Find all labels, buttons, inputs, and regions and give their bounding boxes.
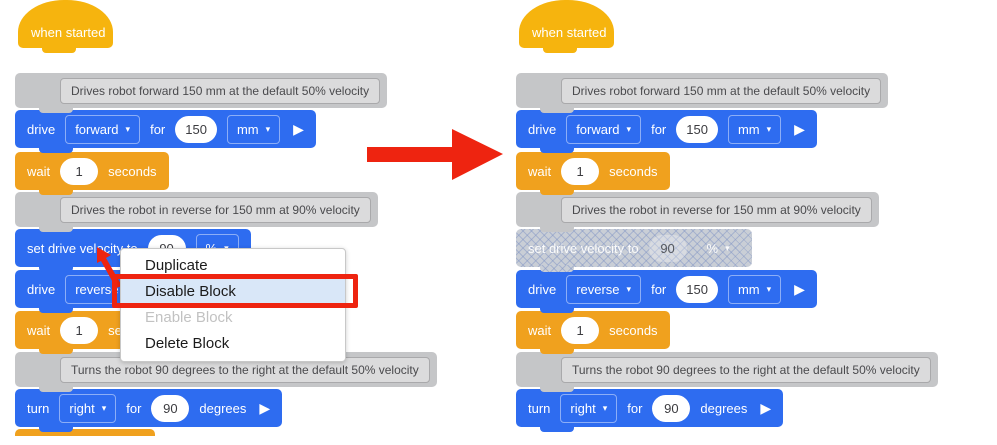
unit-dropdown[interactable]: mm ▾ bbox=[727, 274, 782, 304]
run-block-icon[interactable]: ▶ bbox=[794, 280, 805, 297]
block-label: drive bbox=[27, 281, 56, 297]
partial-block bbox=[15, 429, 155, 436]
chevron-down-icon: ▾ bbox=[626, 283, 632, 294]
run-block-icon[interactable]: ▶ bbox=[794, 120, 805, 137]
hat-label: when started bbox=[31, 25, 106, 40]
menu-item-duplicate[interactable]: Duplicate bbox=[145, 257, 208, 274]
chevron-down-icon: ▾ bbox=[125, 123, 131, 134]
comment-text[interactable]: Drives the robot in reverse for 150 mm a… bbox=[60, 196, 371, 223]
wait-seconds-input[interactable]: 1 bbox=[60, 316, 99, 344]
comment-block: Drives the robot in reverse for 150 mm a… bbox=[15, 192, 378, 232]
comment-block: Drives robot forward 150 mm at the defau… bbox=[15, 73, 388, 113]
menu-item-delete-block[interactable]: Delete Block bbox=[145, 335, 230, 352]
block-label: seconds bbox=[108, 163, 157, 179]
angle-input[interactable]: 90 bbox=[151, 394, 190, 422]
block-label: degrees bbox=[199, 400, 247, 416]
workspace-before: when started Drives robot forward 150 mm… bbox=[15, 0, 495, 445]
direction-dropdown[interactable]: reverse ▾ bbox=[566, 274, 642, 304]
wait-block[interactable]: wait 1 seconds bbox=[516, 152, 670, 195]
comment-text[interactable]: Drives robot forward 150 mm at the defau… bbox=[60, 77, 381, 104]
velocity-input[interactable]: 90 bbox=[648, 234, 687, 262]
context-menu: Duplicate Disable Block Enable Block Del… bbox=[120, 248, 346, 362]
wait-block[interactable]: wait 1 seconds bbox=[15, 152, 169, 195]
run-block-icon[interactable]: ▶ bbox=[293, 120, 304, 137]
block-label: turn bbox=[27, 400, 50, 416]
unit-dropdown[interactable]: mm ▾ bbox=[727, 114, 782, 144]
block-label: for bbox=[627, 400, 643, 416]
block-label: for bbox=[651, 121, 667, 137]
chevron-down-icon: ▾ bbox=[725, 242, 730, 253]
menu-item-disable-block[interactable]: Disable Block bbox=[121, 279, 345, 305]
angle-input[interactable]: 90 bbox=[652, 394, 691, 422]
wait-seconds-input[interactable]: 1 bbox=[60, 157, 99, 185]
menu-item-enable-block: Enable Block bbox=[145, 309, 233, 326]
comment-text[interactable]: Turns the robot 90 degrees to the right … bbox=[561, 356, 931, 383]
dropdown-value: mm bbox=[737, 121, 760, 137]
chevron-down-icon: ▾ bbox=[224, 243, 229, 253]
distance-input[interactable]: 150 bbox=[676, 115, 718, 143]
chevron-down-icon: ▾ bbox=[626, 123, 632, 134]
block-label: drive bbox=[528, 121, 557, 137]
dropdown-value: forward bbox=[576, 121, 620, 137]
block-label: seconds bbox=[609, 322, 658, 338]
comment-text[interactable]: Drives robot forward 150 mm at the defau… bbox=[561, 77, 882, 104]
dropdown-value: forward bbox=[75, 121, 119, 137]
drive-forward-block[interactable]: drive forward ▾ for 150 mm ▾ ▶ bbox=[516, 110, 817, 153]
dropdown-value: % bbox=[706, 240, 719, 256]
dropdown-value: reverse bbox=[576, 281, 620, 297]
when-started-hat-block[interactable]: when started bbox=[18, 0, 113, 53]
dropdown-value: right bbox=[69, 400, 95, 416]
chevron-down-icon: ▾ bbox=[265, 123, 271, 134]
block-label: set drive velocity to bbox=[528, 240, 639, 256]
wait-seconds-input[interactable]: 1 bbox=[561, 316, 600, 344]
chevron-down-icon: ▾ bbox=[766, 283, 772, 294]
block-label: wait bbox=[27, 322, 51, 338]
drive-reverse-block[interactable]: drive reverse ▾ for 150 mm ▾ ▶ bbox=[516, 270, 817, 313]
distance-input[interactable]: 150 bbox=[175, 115, 217, 143]
comment-block: Turns the robot 90 degrees to the right … bbox=[516, 352, 938, 392]
block-label: wait bbox=[528, 322, 552, 338]
wait-block[interactable]: wait 1 seconds bbox=[516, 311, 670, 354]
direction-dropdown[interactable]: right ▾ bbox=[560, 393, 618, 423]
run-block-icon[interactable]: ▶ bbox=[760, 399, 772, 416]
direction-dropdown[interactable]: right ▾ bbox=[59, 393, 117, 423]
comment-text[interactable]: Drives the robot in reverse for 150 mm a… bbox=[561, 196, 872, 223]
block-label: turn bbox=[528, 400, 551, 416]
block-label: drive bbox=[27, 121, 56, 137]
wait-seconds-input[interactable]: 1 bbox=[561, 157, 600, 185]
distance-input[interactable]: 150 bbox=[676, 275, 718, 303]
block-label: drive bbox=[528, 281, 557, 297]
chevron-down-icon: ▾ bbox=[602, 402, 608, 413]
dropdown-value: mm bbox=[236, 121, 259, 137]
block-label: degrees bbox=[700, 400, 748, 416]
direction-dropdown[interactable]: forward ▾ bbox=[566, 114, 642, 144]
chevron-down-icon: ▾ bbox=[101, 402, 107, 413]
turn-block[interactable]: turn right ▾ for 90 degrees ▶ bbox=[15, 389, 283, 432]
block-label: for bbox=[651, 281, 667, 297]
dropdown-value: mm bbox=[737, 281, 760, 297]
drive-forward-block[interactable]: drive forward ▾ for 150 mm ▾ ▶ bbox=[15, 110, 316, 153]
hat-label: when started bbox=[532, 25, 607, 40]
dropdown-value: reverse bbox=[75, 281, 119, 297]
set-drive-velocity-block-disabled[interactable]: set drive velocity to 90 % ▾ bbox=[516, 229, 752, 272]
block-label: seconds bbox=[609, 163, 658, 179]
comment-block: Drives robot forward 150 mm at the defau… bbox=[516, 73, 889, 113]
run-block-icon[interactable]: ▶ bbox=[259, 399, 271, 416]
comment-block: Drives the robot in reverse for 150 mm a… bbox=[516, 192, 879, 232]
direction-dropdown[interactable]: forward ▾ bbox=[65, 114, 141, 144]
block-label: wait bbox=[27, 163, 51, 179]
block-label: wait bbox=[528, 163, 552, 179]
turn-block[interactable]: turn right ▾ for 90 degrees ▶ bbox=[516, 389, 784, 432]
chevron-down-icon: ▾ bbox=[766, 123, 772, 134]
dropdown-value: right bbox=[570, 400, 596, 416]
unit-dropdown[interactable]: mm ▾ bbox=[226, 114, 281, 144]
block-label: for bbox=[150, 121, 166, 137]
when-started-hat-block[interactable]: when started bbox=[519, 0, 614, 53]
workspace-after: when started Drives robot forward 150 mm… bbox=[516, 0, 996, 445]
unit-dropdown[interactable]: % ▾ bbox=[697, 234, 740, 263]
block-label: for bbox=[126, 400, 142, 416]
